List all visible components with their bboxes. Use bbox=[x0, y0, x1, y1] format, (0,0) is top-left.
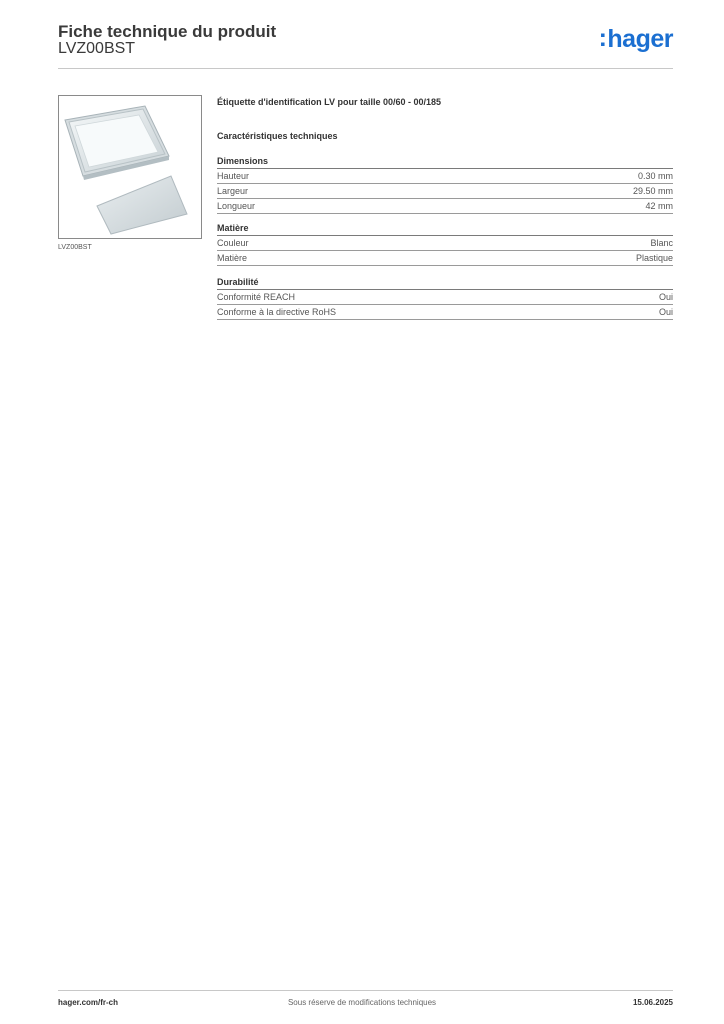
section-material: Matière Couleur Blanc Matière Plastique bbox=[217, 222, 673, 266]
section-title: Durabilité bbox=[217, 276, 673, 290]
spec-row: Couleur Blanc bbox=[217, 236, 673, 251]
section-title: Matière bbox=[217, 222, 673, 236]
spec-row: Hauteur 0.30 mm bbox=[217, 169, 673, 184]
page-header: Fiche technique du produit LVZ00BST :hag… bbox=[58, 20, 673, 70]
spec-row: Matière Plastique bbox=[217, 251, 673, 266]
page-title: Fiche technique du produit bbox=[58, 22, 277, 41]
section-title: Dimensions bbox=[217, 155, 673, 169]
spec-label: Conforme à la directive RoHS bbox=[217, 307, 337, 317]
footer-divider bbox=[58, 990, 673, 991]
header-divider bbox=[58, 68, 673, 69]
spec-label: Largeur bbox=[217, 186, 249, 196]
spec-value: Plastique bbox=[635, 253, 673, 263]
product-code: LVZ00BST bbox=[58, 40, 136, 57]
tech-heading: Caractéristiques techniques bbox=[217, 131, 338, 141]
logo-text: hager bbox=[607, 25, 673, 53]
footer-disclaimer: Sous réserve de modifications techniques bbox=[287, 998, 437, 1007]
spec-value: Oui bbox=[658, 292, 673, 302]
spec-value: 0.30 mm bbox=[637, 171, 673, 181]
hager-logo: :hager bbox=[598, 24, 674, 53]
spec-label: Conformité REACH bbox=[217, 292, 296, 302]
spec-value: Oui bbox=[658, 307, 673, 317]
footer-website-link[interactable]: hager.com/fr-ch bbox=[58, 998, 119, 1007]
spec-label: Couleur bbox=[217, 238, 249, 248]
image-caption: LVZ00BST bbox=[58, 244, 92, 251]
spec-value: Blanc bbox=[650, 238, 673, 248]
spec-label: Hauteur bbox=[217, 171, 250, 181]
spec-label: Longueur bbox=[217, 201, 256, 211]
logo-prefix: : bbox=[598, 24, 607, 52]
product-description: Étiquette d'identification LV pour taill… bbox=[217, 97, 442, 107]
product-image bbox=[58, 95, 202, 239]
spec-row: Longueur 42 mm bbox=[217, 199, 673, 214]
section-dimensions: Dimensions Hauteur 0.30 mm Largeur 29.50… bbox=[217, 155, 673, 214]
section-durability: Durabilité Conformité REACH Oui Conforme… bbox=[217, 276, 673, 320]
spec-row: Conforme à la directive RoHS Oui bbox=[217, 305, 673, 320]
spec-label: Matière bbox=[217, 253, 248, 263]
spec-value: 42 mm bbox=[645, 201, 673, 211]
spec-value: 29.50 mm bbox=[632, 186, 673, 196]
footer-date: 15.06.2025 bbox=[632, 998, 673, 1007]
spec-row: Conformité REACH Oui bbox=[217, 290, 673, 305]
spec-row: Largeur 29.50 mm bbox=[217, 184, 673, 199]
product-photo-icon bbox=[64, 105, 188, 235]
